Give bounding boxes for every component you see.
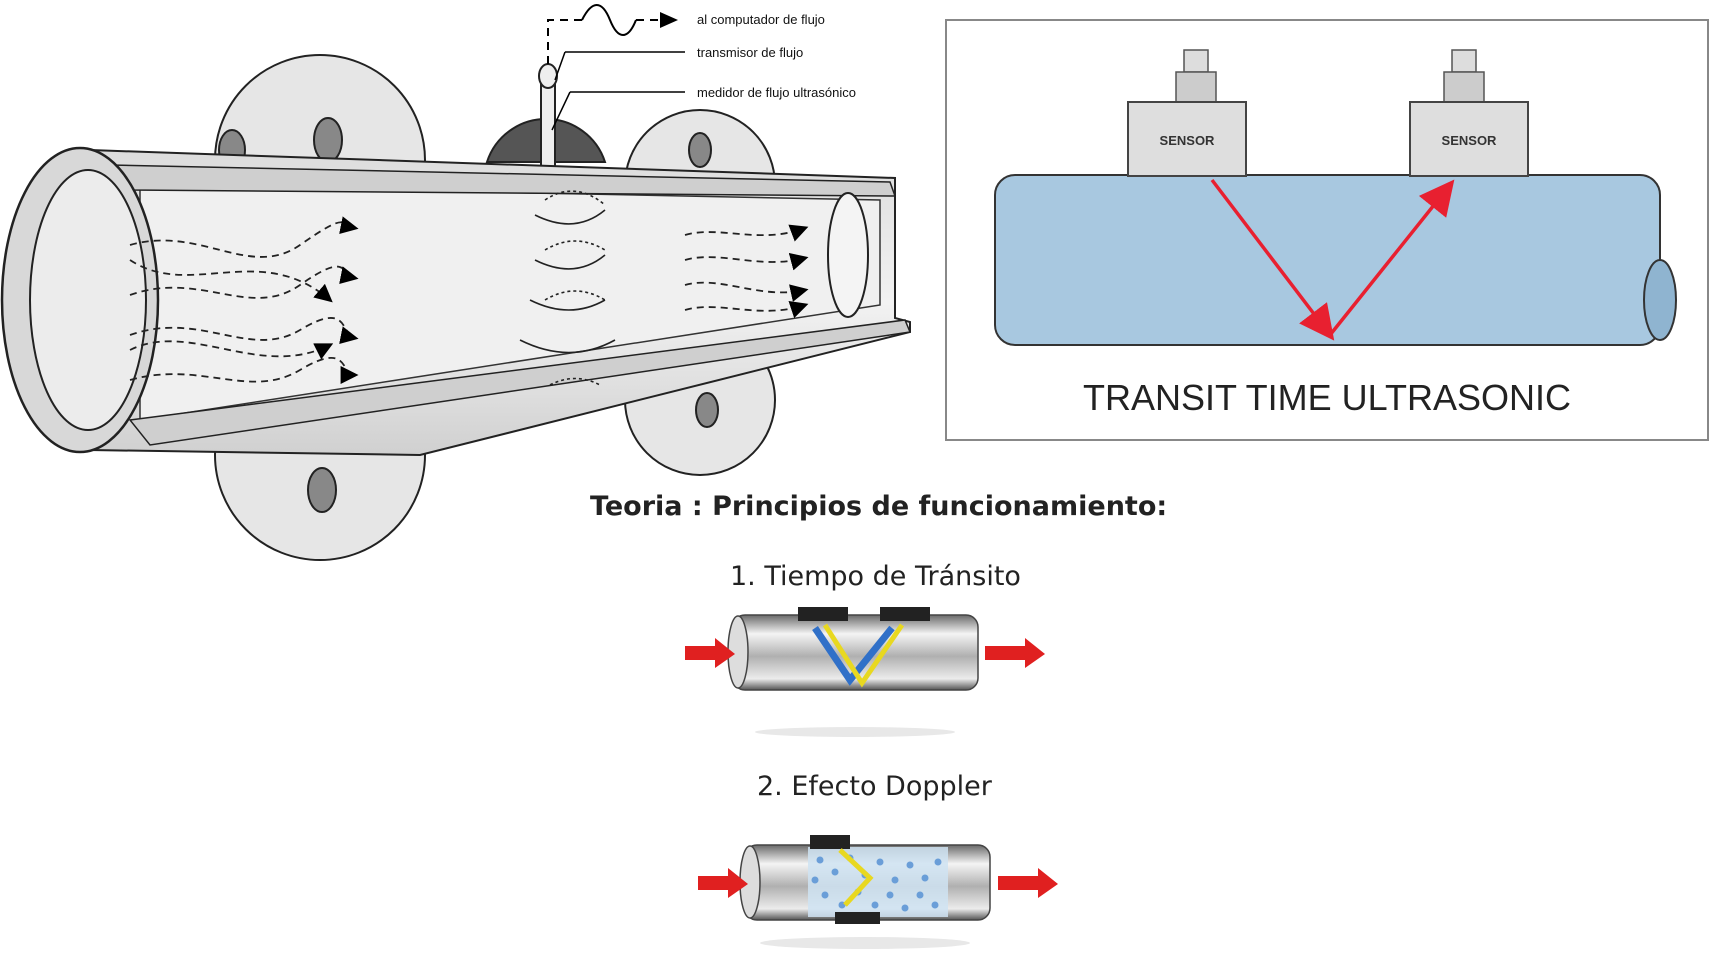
label-flow-transmitter: transmisor de flujo xyxy=(697,45,803,60)
sensor-right-label: SENSOR xyxy=(1442,133,1498,148)
label-flow-computer: al computador de flujo xyxy=(697,12,825,27)
pipe-outlet xyxy=(827,192,869,318)
transit-small-pipe xyxy=(685,607,1045,737)
arrow-in xyxy=(685,638,735,668)
pipe-wall-bottom xyxy=(128,319,912,446)
pipe-inlet-inner xyxy=(29,169,147,431)
blue-pipe xyxy=(994,174,1661,346)
transit-time-panel: SENSOR SENSOR TRANSIT TIME ULTRASONIC xyxy=(945,19,1709,441)
doppler-small-pipe xyxy=(698,835,1058,949)
sensor-right xyxy=(1409,101,1529,177)
item-transit-time-label: 1. Tiempo de Tránsito xyxy=(730,561,1021,592)
item-doppler-label: 2. Efecto Doppler xyxy=(757,771,993,802)
clamp-left xyxy=(798,607,848,621)
ultrasonic-waves xyxy=(519,190,616,386)
flange-bolt-hole xyxy=(688,132,712,168)
flange-bolt-hole xyxy=(695,392,719,428)
signal-line xyxy=(547,4,662,64)
theory-section: Teoria : Principios de funcionamiento: 1… xyxy=(590,491,1167,949)
sensor-left-label: SENSOR xyxy=(1160,133,1216,148)
beam-down xyxy=(1210,178,1335,341)
blue-pipe-end xyxy=(1643,259,1677,341)
transmitter-probe xyxy=(540,77,556,169)
arrow-out-doppler xyxy=(998,868,1058,898)
label-ultrasonic-meter: medidor de flujo ultrasónico xyxy=(697,85,856,100)
flange-bolt-hole xyxy=(307,467,337,513)
flange-bolt-hole xyxy=(313,117,343,163)
theory-heading: Teoria : Principios de funcionamiento: xyxy=(590,491,1167,522)
cutaway-pipe-diagram: al computador de flujo transmisor de flu… xyxy=(0,4,912,561)
transit-caption: TRANSIT TIME ULTRASONIC xyxy=(1083,377,1571,418)
flow-streamlines xyxy=(129,216,809,384)
arrow-in-doppler xyxy=(698,868,748,898)
probe-tip xyxy=(538,63,558,89)
beam-blue xyxy=(812,625,895,686)
clamp-right xyxy=(880,607,930,621)
signal-arrow xyxy=(660,12,678,28)
beam-up xyxy=(1328,179,1455,337)
beam-yellow xyxy=(822,623,905,688)
sensor-left xyxy=(1127,101,1247,177)
arrow-out xyxy=(985,638,1045,668)
